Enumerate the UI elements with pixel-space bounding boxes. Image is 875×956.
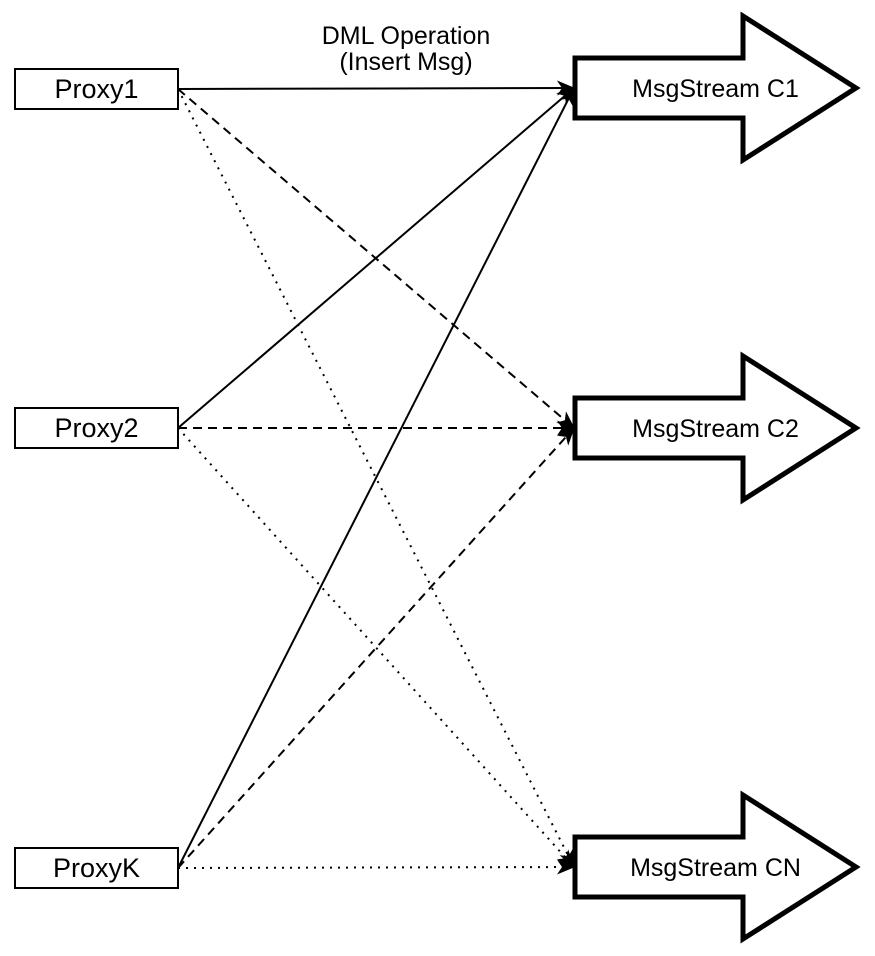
edge-proxyk-to-c1-solid — [177, 87, 575, 869]
stream-node-cn: MsgStream CN — [572, 790, 861, 944]
edge-proxyk-to-cn-dotted — [177, 859, 575, 875]
edge-proxyk-to-c2-dashed — [177, 427, 575, 869]
dml-operation-annotation-line-2: (Insert Msg) — [339, 48, 472, 76]
stream-node-c1: MsgStream C1 — [572, 11, 861, 165]
edge-proxy1-to-cn-dotted — [177, 88, 575, 868]
stream-label-c1: MsgStream C1 — [632, 75, 799, 103]
edge-proxy2-to-c1-solid — [177, 87, 575, 429]
block-arrow-icon — [572, 351, 861, 505]
proxy-box — [14, 68, 179, 110]
stream-node-c2: MsgStream C2 — [572, 351, 861, 505]
stream-label-cn: MsgStream CN — [630, 854, 801, 882]
block-arrow-icon — [572, 790, 861, 944]
dml-operation-annotation-line-1: DML Operation — [322, 22, 491, 50]
stream-label-c2: MsgStream C2 — [632, 415, 799, 443]
proxy-node-proxy2: Proxy2 — [14, 407, 179, 449]
proxy-label-proxy1: Proxy1 — [54, 74, 138, 104]
proxy-node-proxyk: ProxyK — [14, 847, 179, 889]
block-arrow-icon — [572, 11, 861, 165]
proxy-node-proxy1: Proxy1 — [14, 68, 179, 110]
proxy-label-proxyk: ProxyK — [53, 853, 140, 883]
dml-operation-annotation: DML Operation(Insert Msg) — [322, 22, 491, 76]
edge-proxy1-to-c1-solid — [177, 80, 575, 96]
proxy-label-proxy2: Proxy2 — [54, 413, 138, 443]
